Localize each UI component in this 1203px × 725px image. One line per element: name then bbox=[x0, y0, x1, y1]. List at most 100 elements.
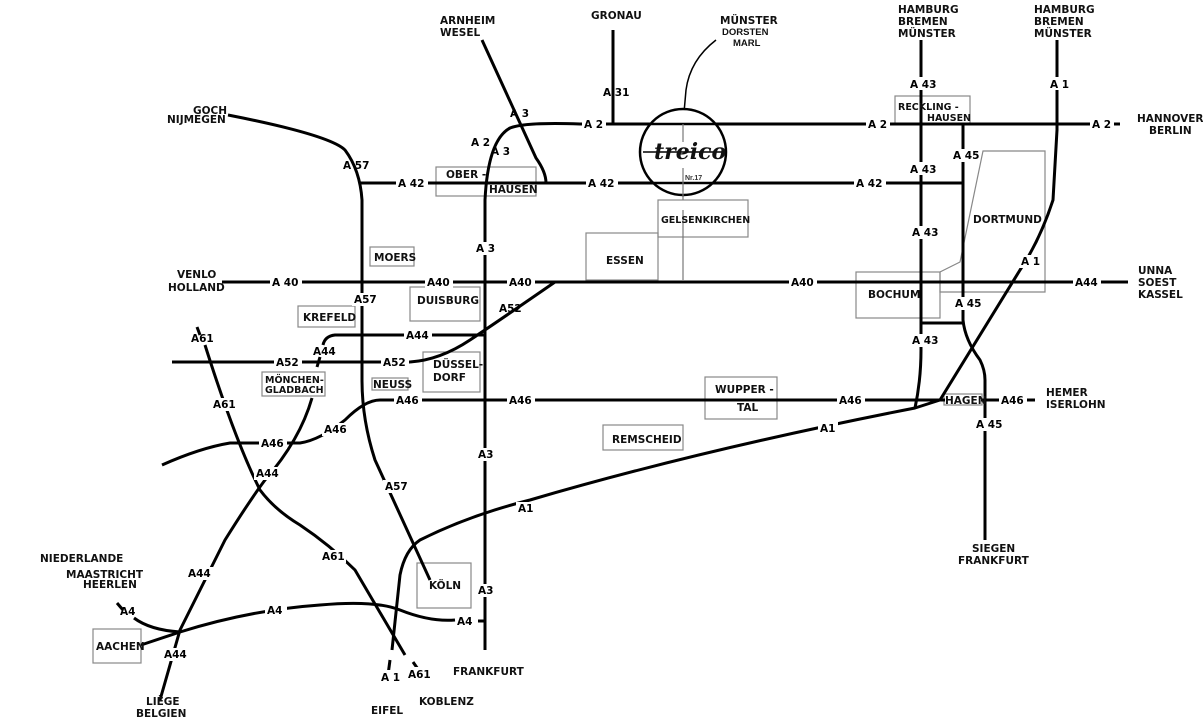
road-label: A1 bbox=[820, 423, 835, 435]
koeln-box bbox=[416, 562, 472, 609]
dest-venlo-1: VENLO bbox=[177, 269, 216, 281]
road-label: A 3 bbox=[491, 146, 510, 158]
road-label: A44 bbox=[406, 330, 429, 342]
road-label: A 43 bbox=[912, 335, 938, 347]
road-label: A 1 bbox=[1021, 256, 1040, 268]
road-a57 bbox=[227, 113, 432, 581]
city-oberhausen-1: OBER - bbox=[446, 169, 486, 181]
road-label: A46 bbox=[509, 395, 532, 407]
road-label: A44 bbox=[164, 649, 187, 661]
road-label: A 1 bbox=[381, 672, 400, 684]
road-label: A61 bbox=[213, 399, 236, 411]
road-label: A4 bbox=[457, 616, 472, 628]
road-label: A61 bbox=[191, 333, 214, 345]
city-gelsenkirchen: GELSENKIRCHEN bbox=[661, 215, 750, 226]
moers-box bbox=[369, 246, 415, 267]
dest-hannover-1: HANNOVER bbox=[1137, 113, 1203, 125]
road-label: A 3 bbox=[476, 243, 495, 255]
city-bochum: BOCHUM bbox=[868, 289, 920, 301]
dest-arnheim-2: WESEL bbox=[440, 27, 480, 39]
logo-text: treico bbox=[654, 139, 726, 165]
dest-muenster-3: MARL bbox=[733, 38, 761, 49]
neuss-box bbox=[371, 377, 409, 391]
road-label: A44 bbox=[1075, 277, 1098, 289]
road-label: A52 bbox=[499, 303, 522, 315]
road-label: A44 bbox=[256, 468, 279, 480]
city-labels: OBER - HAUSEN GELSENKIRCHEN ESSEN RECKLI… bbox=[96, 102, 1042, 653]
road-label: A3 bbox=[478, 449, 493, 461]
road-label: A 3 bbox=[510, 108, 529, 120]
road-label: A40 bbox=[509, 277, 532, 289]
road-label: A 57 bbox=[343, 160, 369, 172]
dest-frankfurt: FRANKFURT bbox=[453, 666, 525, 678]
dest-hamburg-a43-3: MÜNSTER bbox=[898, 26, 956, 40]
road-label: A 45 bbox=[955, 298, 981, 310]
road-muenster bbox=[682, 39, 717, 125]
road-label: A46 bbox=[324, 424, 347, 436]
road-a2 bbox=[483, 122, 1120, 300]
road-label: A57 bbox=[354, 294, 377, 306]
city-remscheid: REMSCHEID bbox=[612, 434, 682, 446]
road-label: A 43 bbox=[912, 227, 938, 239]
city-duisburg: DUISBURG bbox=[417, 295, 479, 307]
exit-number: Nr.17 bbox=[685, 175, 702, 182]
road-label: A 2 bbox=[1092, 119, 1111, 131]
road-label: A52 bbox=[276, 357, 299, 369]
road-label: A 42 bbox=[588, 178, 614, 190]
road-label: A52 bbox=[383, 357, 406, 369]
road-a43 bbox=[913, 40, 923, 409]
road-a61 bbox=[195, 326, 202, 336]
dest-muenster-1: MÜNSTER bbox=[720, 13, 778, 27]
bochum-box bbox=[855, 271, 941, 319]
road-a45 bbox=[961, 124, 987, 540]
road-a44-duis bbox=[321, 333, 485, 346]
road-label: A40 bbox=[791, 277, 814, 289]
city-recklinghausen-2: HAUSEN bbox=[927, 113, 971, 124]
dest-arnheim-1: ARNHEIM bbox=[440, 15, 495, 27]
road-label: A4 bbox=[120, 606, 135, 618]
road-a44-mg bbox=[158, 397, 314, 701]
dest-unna-2: SOEST bbox=[1138, 277, 1177, 289]
road-a52-curve bbox=[409, 280, 556, 364]
road-a61-main bbox=[203, 344, 407, 656]
road-label: A 31 bbox=[603, 87, 629, 99]
road-label: A 43 bbox=[910, 164, 936, 176]
road-label: A1 bbox=[518, 503, 533, 515]
road-a4 bbox=[140, 601, 456, 647]
dest-hamburg-a43-2: BREMEN bbox=[898, 16, 948, 28]
dest-unna-1: UNNA bbox=[1138, 265, 1173, 277]
dest-hannover-2: BERLIN bbox=[1149, 125, 1192, 137]
dest-liege-1: LIÈGE bbox=[146, 695, 180, 708]
dest-hamburg-a43-1: HAMBURG bbox=[898, 4, 959, 16]
road-label: A46 bbox=[261, 438, 284, 450]
road-label: A40 bbox=[427, 277, 450, 289]
dest-gronau: GRONAU bbox=[591, 10, 642, 22]
dest-hamburg-a1-1: HAMBURG bbox=[1034, 4, 1095, 16]
city-dortmund: DORTMUND bbox=[973, 214, 1042, 226]
dest-goch-2: NIJMEGEN bbox=[167, 114, 226, 126]
road-label: A4 bbox=[267, 605, 282, 617]
dest-liege-2: BELGIEN bbox=[136, 708, 186, 720]
road-label: A46 bbox=[396, 395, 419, 407]
dest-venlo-2: HOLLAND bbox=[168, 282, 225, 294]
road-label: A46 bbox=[839, 395, 862, 407]
krefeld-box bbox=[297, 305, 356, 328]
dest-koblenz: KOBLENZ bbox=[419, 696, 474, 708]
dest-hemer-2: ISERLOHN bbox=[1046, 399, 1106, 411]
dest-siegen-2: FRANKFURT bbox=[958, 555, 1030, 567]
road-a46-west bbox=[161, 398, 381, 467]
road-label: A46 bbox=[1001, 395, 1024, 407]
city-krefeld: KREFELD bbox=[303, 312, 356, 324]
city-hagen: HAGEN bbox=[945, 395, 987, 407]
essen-box bbox=[585, 232, 659, 281]
dest-hamburg-a1-3: MÜNSTER bbox=[1034, 26, 1092, 40]
road-label: A57 bbox=[385, 481, 408, 493]
road-label: A 2 bbox=[471, 137, 490, 149]
road-label: A 45 bbox=[976, 419, 1002, 431]
city-moenchengladbach-2: GLADBACH bbox=[265, 385, 324, 396]
dest-niederlande: NIEDERLANDE bbox=[40, 553, 123, 565]
road-label: A 40 bbox=[272, 277, 298, 289]
city-oberhausen-2: HAUSEN bbox=[489, 184, 538, 196]
road-label: A 2 bbox=[584, 119, 603, 131]
dest-maastricht-2: HEERLEN bbox=[83, 579, 137, 591]
